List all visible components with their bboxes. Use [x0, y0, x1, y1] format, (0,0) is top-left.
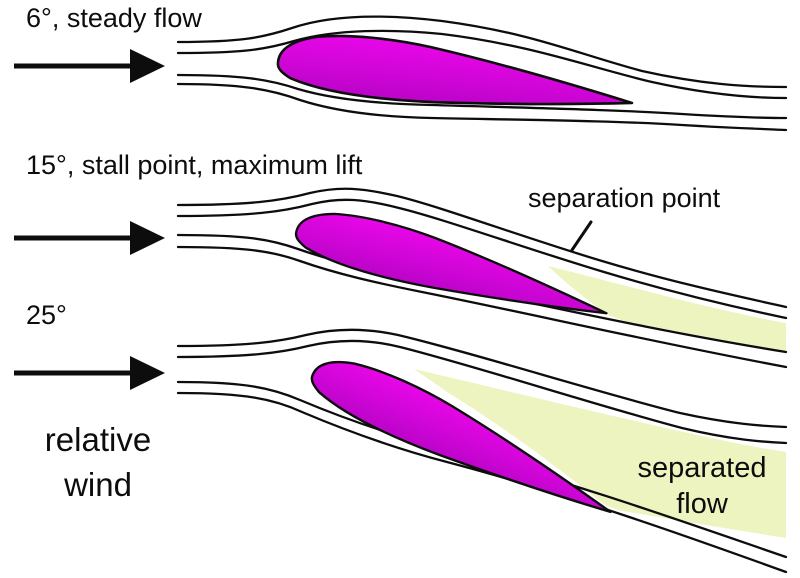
streamline: [176, 339, 788, 445]
streamline: [176, 391, 788, 574]
label-angle-25: 25°: [26, 300, 67, 330]
label-angle-6: 6°, steady flow: [26, 3, 202, 33]
relative-wind-arrows: [14, 49, 165, 390]
separated-flow-region-15deg: [548, 266, 786, 352]
separated-flow-regions: [414, 266, 786, 538]
label-separation-point: separation point: [528, 183, 721, 213]
separated-flow-region-25deg: [414, 369, 786, 538]
streamline: [176, 15, 788, 89]
arrow-head: [130, 49, 165, 83]
airfoils: [276, 34, 634, 514]
flow-arrow-15deg: [14, 221, 165, 255]
airfoil-15deg: [294, 212, 608, 315]
streamline: [176, 82, 788, 132]
streamline: [176, 245, 788, 369]
flow-arrow-25deg: [14, 356, 165, 390]
arrow-head: [130, 356, 165, 390]
streamline: [176, 29, 788, 100]
streamline: [176, 328, 788, 429]
streamline: [176, 73, 788, 120]
airfoil-6deg: [276, 34, 634, 106]
airfoil-25deg: [310, 360, 612, 514]
separation-point-pointer-line: [570, 220, 593, 252]
streamline: [176, 198, 788, 320]
flow-arrow-6deg: [14, 49, 165, 83]
arrow-head: [130, 221, 165, 255]
label-separated-flow: separated flow: [637, 452, 767, 520]
label-angle-15: 15°, stall point, maximum lift: [26, 150, 363, 180]
label-relative-wind: relative wind: [44, 421, 152, 503]
streamline: [176, 187, 788, 309]
